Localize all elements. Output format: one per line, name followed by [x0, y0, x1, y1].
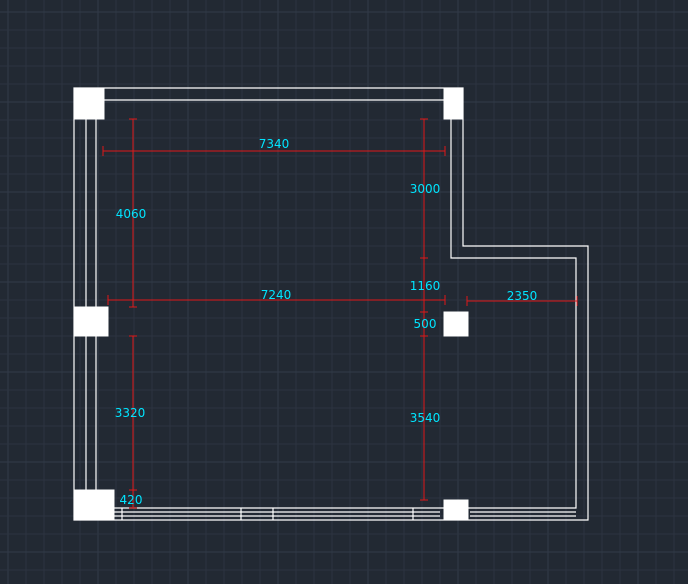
- dimension-lines: [102, 118, 578, 509]
- column-bottom-right[interactable]: [443, 499, 469, 521]
- column-top-right[interactable]: [443, 87, 464, 120]
- dim-label-left-bottom-offset: 420: [120, 493, 143, 507]
- floor-plan: [73, 87, 589, 521]
- column-top-left[interactable]: [73, 87, 105, 120]
- dim-label-left-lower-height: 3320: [115, 406, 146, 420]
- dimension-labels: 7340 7240 2350 4060 3320 420 3000 1160 5…: [115, 137, 538, 507]
- column-mid-left[interactable]: [73, 306, 109, 337]
- dim-label-right-lower-height: 3540: [410, 411, 441, 425]
- column-mid-right[interactable]: [443, 311, 469, 337]
- dim-label-middle-width: 7240: [261, 288, 292, 302]
- dim-label-right-wing-width: 2350: [507, 289, 538, 303]
- dim-label-right-column-height: 500: [414, 317, 437, 331]
- dim-label-right-upper-height: 3000: [410, 182, 441, 196]
- dim-label-top-width: 7340: [259, 137, 290, 151]
- dim-label-right-mid-height: 1160: [410, 279, 441, 293]
- window-strip-bottom: [112, 508, 576, 520]
- dim-label-left-upper-height: 4060: [116, 207, 147, 221]
- column-bottom-left[interactable]: [73, 489, 115, 521]
